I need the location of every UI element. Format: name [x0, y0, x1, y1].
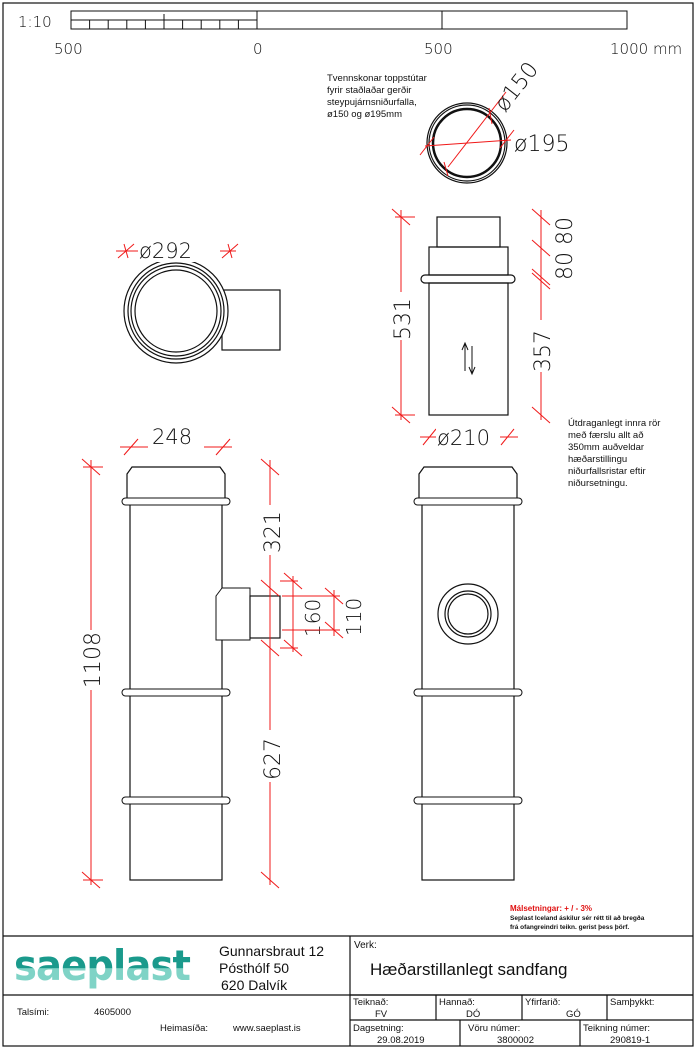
note-top-spout: Tvennskonar toppstútar fyrir staðlaðar g… — [327, 73, 427, 120]
dim-d210: ø210 — [437, 426, 490, 450]
yfirfarid-label: Yfirfarið: — [525, 997, 560, 1008]
svg-text:með færslu allt að: með færslu allt að — [568, 430, 644, 441]
address-line: 620 Dalvík — [221, 977, 288, 993]
scale-label: 500 — [54, 40, 83, 58]
svg-text:saeplast: saeplast — [14, 941, 191, 990]
svg-text:niðurfallsristar eftir: niðurfallsristar eftir — [568, 466, 646, 477]
saeplast-logo: saeplast — [14, 941, 192, 990]
hannad-label: Hannað: — [439, 997, 475, 1008]
disclaimer-line: frá ofangreindri teikn. gerist þess þörf… — [510, 924, 629, 931]
svg-text:ø150 og ø195mm: ø150 og ø195mm — [327, 109, 402, 120]
dim-h531: 531 — [391, 298, 416, 340]
dim-h1108: 1108 — [81, 632, 106, 688]
hannad-value: DÓ — [466, 1009, 480, 1020]
svg-text:hæðarstillingu: hæðarstillingu — [568, 454, 627, 465]
top-spout-view: ø150 ø195 — [419, 58, 569, 184]
top-view: ø292 — [116, 238, 281, 364]
web-label: Heimasíða: — [160, 1023, 208, 1034]
teiknad-label: Teiknað: — [353, 997, 388, 1008]
svg-text:Útdraganlegt innra rör: Útdraganlegt innra rör — [568, 418, 660, 429]
svg-text:fyrir staðlaðar gerðir: fyrir staðlaðar gerðir — [327, 85, 411, 96]
date-label: Dagsetning: — [353, 1023, 404, 1034]
product-number-value: 3800002 — [497, 1035, 534, 1046]
dim-h321: 321 — [261, 511, 286, 553]
dim-h80a: 80 — [553, 217, 578, 245]
product-number-label: Vöru númer: — [468, 1023, 520, 1034]
phone-value: 4605000 — [94, 1007, 131, 1018]
samthykkt-label: Samþykkt: — [610, 997, 654, 1008]
note-extension: Útdraganlegt innra rör með færslu allt a… — [568, 418, 660, 489]
svg-text:niðursetningu.: niðursetningu. — [568, 478, 628, 489]
dim-w248: 248 — [152, 425, 192, 449]
dim-h160: 160 — [301, 599, 325, 637]
drawing-number-value: 290819-1 — [610, 1035, 650, 1046]
disclaimer-line: Seplast Iceland áskilur sér rétt til að … — [510, 914, 645, 922]
dim-h627: 627 — [261, 738, 286, 780]
drawing-number-label: Teikning númer: — [583, 1023, 650, 1034]
side-view — [413, 466, 523, 881]
dim-h357: 357 — [531, 330, 556, 372]
dim-d292: ø292 — [139, 239, 192, 263]
scale-label: 0 — [253, 40, 263, 58]
tolerance-note: Málsetningar: + / - 3% — [510, 904, 592, 913]
title-block — [3, 935, 693, 1046]
scale-label: 500 — [424, 40, 453, 58]
teiknad-value: FV — [375, 1009, 388, 1020]
phone-label: Talsími: — [17, 1007, 49, 1018]
svg-text:Tvennskonar toppstútar: Tvennskonar toppstútar — [327, 73, 427, 84]
verk-label: Verk: — [354, 940, 377, 951]
extension-pipe-view: 531 80 80 357 ø210 — [390, 208, 578, 450]
scale-ratio: 1:10 — [18, 13, 52, 31]
svg-text:350mm auðveldar: 350mm auðveldar — [568, 442, 644, 453]
dim-d195: ø195 — [514, 132, 569, 157]
front-view: 248 1108 321 627 160 110 — [80, 424, 366, 889]
yfirfarid-value: GÓ — [566, 1009, 581, 1020]
address-line: Pósthólf 50 — [219, 960, 289, 976]
web-link[interactable]: www.saeplast.is — [232, 1023, 301, 1034]
drawing-title: Hæðarstillanlegt sandfang — [370, 960, 568, 979]
scale-bar: 1:10 500 0 500 1000 mm — [18, 10, 682, 58]
dim-d150: ø150 — [490, 58, 544, 117]
scale-label: 1000 mm — [610, 40, 682, 58]
dim-h80b: 80 — [553, 252, 578, 280]
address-line: Gunnarsbraut 12 — [219, 943, 324, 959]
svg-text:steypujárnsniðurfalla,: steypujárnsniðurfalla, — [327, 97, 417, 108]
dim-h110: 110 — [342, 598, 366, 636]
date-value: 29.08.2019 — [377, 1035, 425, 1046]
